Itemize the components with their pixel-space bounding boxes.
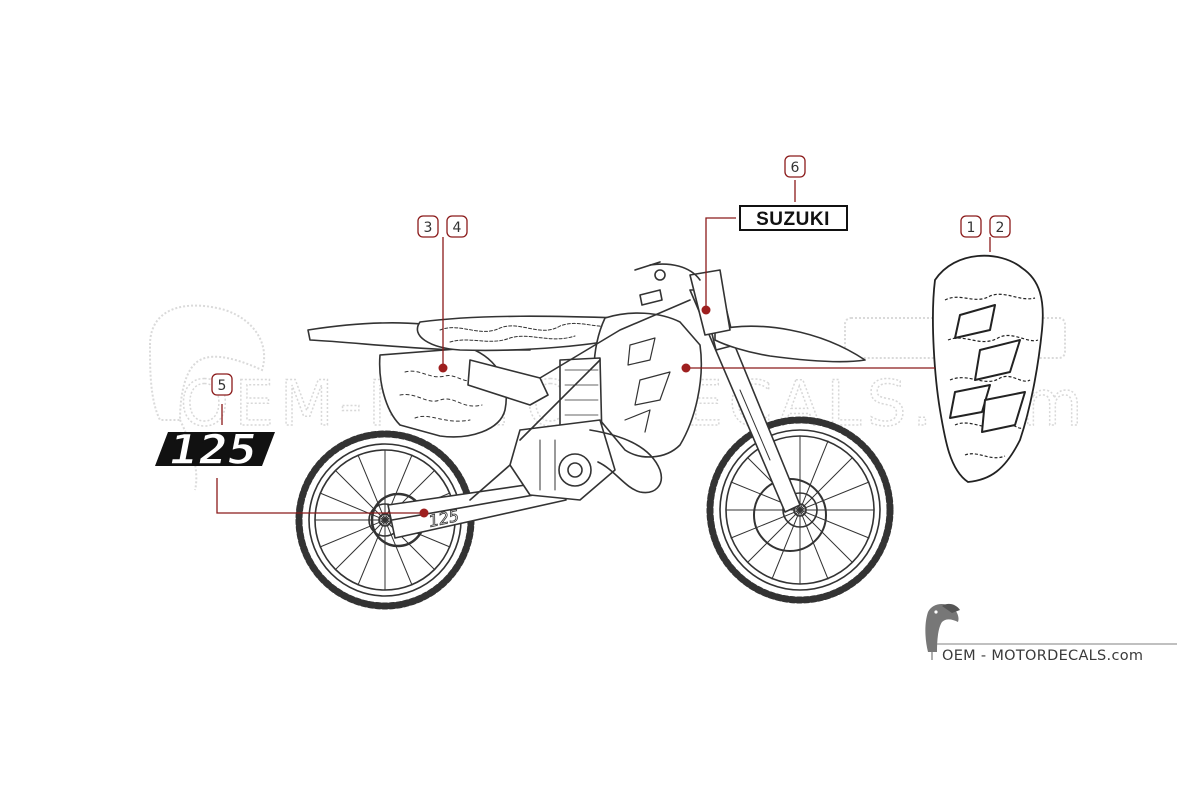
callout-badges: 1 2 3 4 5 6: [211, 155, 1011, 396]
callout-dot-shroud: [681, 363, 691, 373]
silencer: [467, 359, 549, 406]
callout-badge-2: 2: [989, 215, 1011, 238]
callout-dot-fork: [701, 305, 711, 315]
toucan-logo-icon: [925, 603, 960, 660]
callout-number-2: 2: [996, 220, 1005, 236]
callout-number-1: 1: [967, 220, 976, 236]
side-panel-pattern: [399, 370, 483, 422]
motorcycle-illustration: [295, 261, 894, 610]
callout-badge-5: 5: [211, 373, 233, 396]
leader-line-6: [705, 217, 736, 310]
callout-dots: [419, 305, 711, 518]
callout-number-3: 3: [424, 220, 433, 236]
seat-pattern: [439, 322, 626, 343]
frame: [469, 299, 691, 501]
number-decal-text: 125: [169, 425, 257, 474]
number-decal: 125: [155, 424, 275, 475]
expansion-chamber: [589, 429, 662, 494]
front-number-plate: [689, 269, 731, 336]
callout-lines: [216, 180, 991, 514]
callout-number-6: 6: [791, 160, 800, 176]
front-wheel-spokes: [725, 435, 875, 585]
brand-mark: OEM - MOTORDECALS.com: [925, 603, 1177, 664]
callout-badge-6: 6: [784, 155, 806, 178]
leader-line-swingarm: [216, 478, 424, 514]
callout-number-5: 5: [218, 378, 227, 394]
suzuki-logo-decal: SUZUKI: [739, 205, 848, 231]
shroud-graphic: [624, 337, 671, 433]
front-fender: [714, 325, 866, 363]
front-wheel: [706, 416, 894, 604]
handlebars: [634, 261, 701, 306]
callout-number-4: 4: [453, 220, 462, 236]
callout-badge-3: 3: [417, 215, 439, 238]
callout-dot-tank: [438, 363, 448, 373]
brand-text: OEM - MOTORDECALS.com: [942, 648, 1143, 664]
shroud-decal-letters: [949, 304, 1026, 433]
shroud-decal: [932, 254, 1044, 483]
callout-badge-1: 1: [960, 215, 982, 238]
callout-dot-swingarm: [419, 508, 429, 518]
callout-badge-4: 4: [446, 215, 468, 238]
suzuki-logo-text: SUZUKI: [756, 209, 830, 230]
